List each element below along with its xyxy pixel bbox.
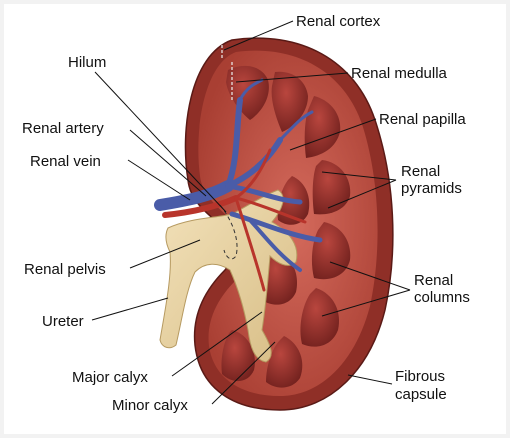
pyramid-shape <box>266 336 303 388</box>
pyramid-shape <box>221 330 255 382</box>
leader-hilum <box>94 71 227 213</box>
label-renal-papilla: Renal papilla <box>379 111 466 128</box>
leader-fibrous-capsule <box>347 374 393 385</box>
pyramid-shape <box>300 288 340 347</box>
renal-pyramids <box>221 65 351 388</box>
label-ureter: Ureter <box>42 313 84 330</box>
leader-renal-pelvis <box>129 239 201 269</box>
label-renal-medulla: Renal medulla <box>351 65 448 82</box>
label-renal-pyramids-line1: Renal <box>401 163 440 180</box>
label-fibrous-capsule-line1: Fibrous <box>395 368 445 385</box>
leader-renal-pyramids-1 <box>321 171 397 181</box>
leader-lines <box>91 20 411 405</box>
leader-renal-cortex <box>223 20 294 51</box>
leader-renal-vein <box>127 159 191 201</box>
leader-major-calyx <box>171 311 263 377</box>
label-major-calyx: Major calyx <box>72 369 148 386</box>
renal-artery-shape <box>162 148 307 292</box>
label-renal-artery: Renal artery <box>22 120 104 137</box>
pyramid-shape <box>304 96 341 158</box>
label-renal-cortex: Renal cortex <box>296 13 381 30</box>
label-renal-vein: Renal vein <box>30 153 101 170</box>
leader-renal-medulla <box>235 72 349 83</box>
label-renal-columns-line1: Renal <box>414 272 453 289</box>
pyramid-shape <box>226 65 269 120</box>
label-renal-pelvis: Renal pelvis <box>24 261 106 278</box>
label-fibrous-capsule-line2: capsule <box>395 386 447 403</box>
label-hilum: Hilum <box>68 54 106 71</box>
label-renal-columns-line2: columns <box>414 289 470 306</box>
leader-renal-papilla <box>289 118 377 151</box>
leader-renal-pyramids-2 <box>327 179 397 209</box>
leader-minor-calyx <box>211 341 276 405</box>
pyramid-shape <box>311 222 351 280</box>
renal-vein-shape <box>154 78 323 272</box>
leader-renal-columns-1 <box>329 261 411 291</box>
leader-ureter <box>91 297 169 321</box>
hilum-outline <box>219 204 238 260</box>
leader-renal-columns-2 <box>321 289 411 317</box>
label-minor-calyx: Minor calyx <box>112 397 188 414</box>
pyramid-shape <box>271 71 308 132</box>
leader-renal-artery <box>129 129 207 197</box>
label-renal-pyramids-line2: pyramids <box>401 180 462 197</box>
